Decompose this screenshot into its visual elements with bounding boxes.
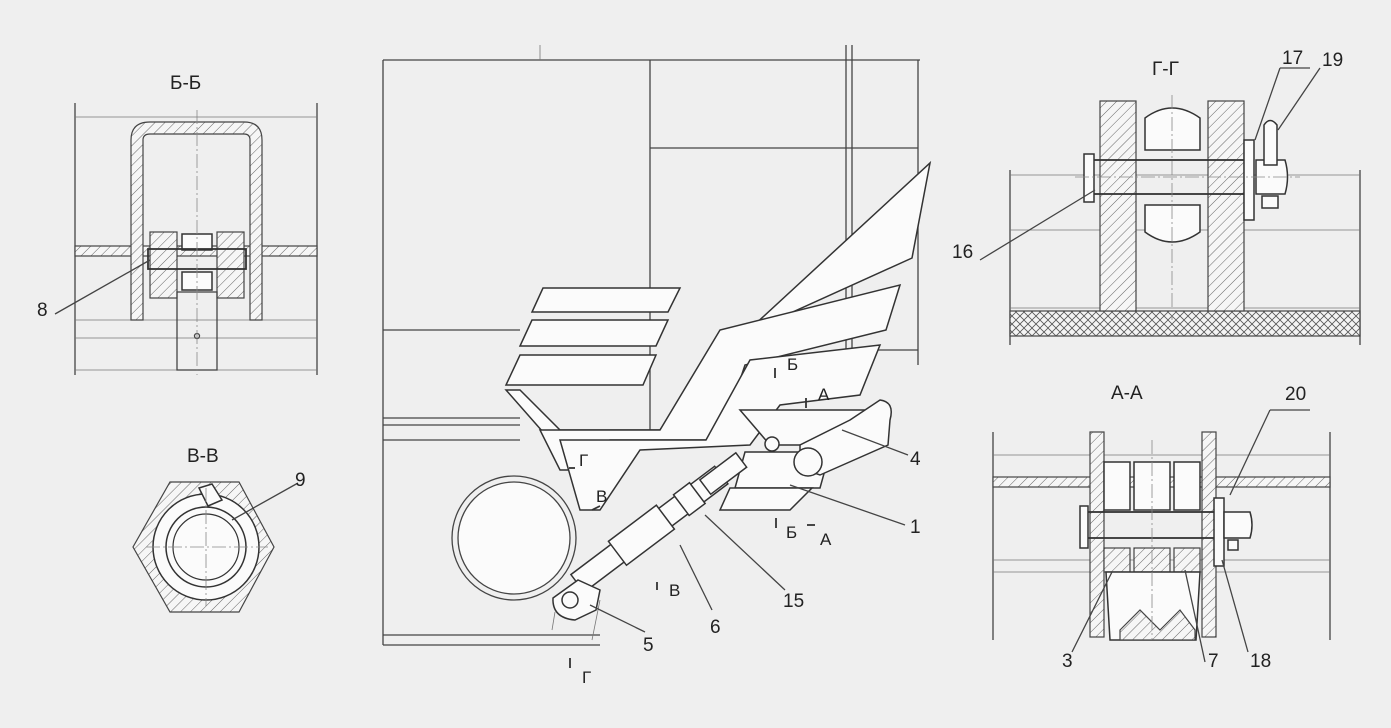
callout-6: 6 xyxy=(710,617,721,638)
section-bb: Б-Б 8 xyxy=(37,73,318,375)
callout-17: 17 xyxy=(1282,48,1303,69)
callout-9: 9 xyxy=(295,470,306,491)
mark-a-bottom: А xyxy=(820,530,832,549)
section-aa-title: А-А xyxy=(1111,383,1143,404)
callout-15: 15 xyxy=(783,591,804,612)
callout-19: 19 xyxy=(1322,50,1343,71)
callout-16: 16 xyxy=(952,242,973,263)
callout-4: 4 xyxy=(910,449,921,470)
section-bb-title: Б-Б xyxy=(170,73,201,94)
mark-g-top: Г xyxy=(579,451,588,470)
callout-20: 20 xyxy=(1285,384,1306,405)
section-gg: Г-Г 17 19 16 xyxy=(952,48,1361,345)
mark-a-top: А xyxy=(818,385,830,404)
mark-b-bottom: Б xyxy=(786,523,797,542)
mark-v-bottom: В xyxy=(669,581,680,600)
callout-7: 7 xyxy=(1208,651,1219,672)
callout-1: 1 xyxy=(910,517,921,538)
callout-5: 5 xyxy=(643,635,654,656)
section-gg-title: Г-Г xyxy=(1152,59,1179,80)
section-vv-title: В-В xyxy=(187,446,219,467)
callout-8: 8 xyxy=(37,300,48,321)
section-vv: В-В 9 xyxy=(132,446,306,613)
mark-v-top: В xyxy=(596,487,607,506)
callout-3: 3 xyxy=(1062,651,1073,672)
mark-b-top: Б xyxy=(787,355,798,374)
mark-g-bottom: Г xyxy=(582,668,591,687)
section-aa: А-А 20 3 7 18 xyxy=(992,383,1331,672)
callout-18: 18 xyxy=(1250,651,1271,672)
main-view: Б А Г В Б А В Г 4 1 15 6 5 xyxy=(382,45,932,687)
